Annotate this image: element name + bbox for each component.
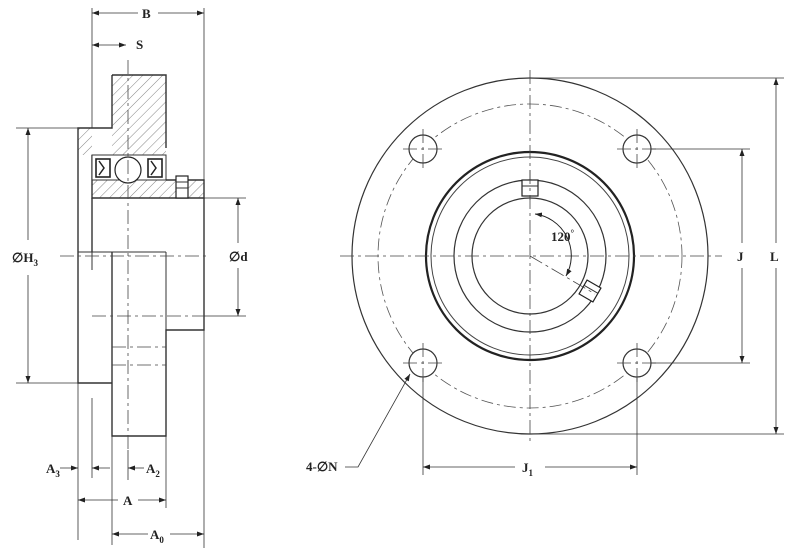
hole-callout-label: 4-∅N [306, 459, 338, 474]
dim-label-h3: ∅H3 [12, 250, 38, 268]
angle-label: 120° [551, 228, 575, 244]
housing-section-top [78, 75, 166, 155]
dim-label-b: B [142, 6, 151, 21]
dim-label-j1: J1 [522, 460, 534, 478]
dim-label-d: ∅d [229, 249, 248, 264]
side-section-view: B S ∅H3 ∅d A3 A2 A [12, 6, 248, 548]
dim-label-l: L [770, 249, 779, 264]
front-view: 120° J L J1 4-∅N [306, 70, 784, 478]
bolt-hole-top-left [403, 129, 443, 169]
angle-arc-120 [534, 212, 572, 277]
left-seal [95, 158, 111, 178]
dim-label-a3: A3 [46, 461, 60, 479]
dim-label-a0: A0 [150, 527, 164, 545]
dim-label-a2: A2 [146, 461, 160, 479]
dim-label-s: S [136, 37, 143, 52]
dim-label-j: J [737, 249, 744, 264]
dim-label-a: A [123, 493, 133, 508]
right-seal [147, 158, 163, 178]
bolt-hole-bottom-left [403, 343, 443, 383]
bolt-hole-bottom-right [617, 343, 657, 383]
set-screw [175, 175, 189, 199]
